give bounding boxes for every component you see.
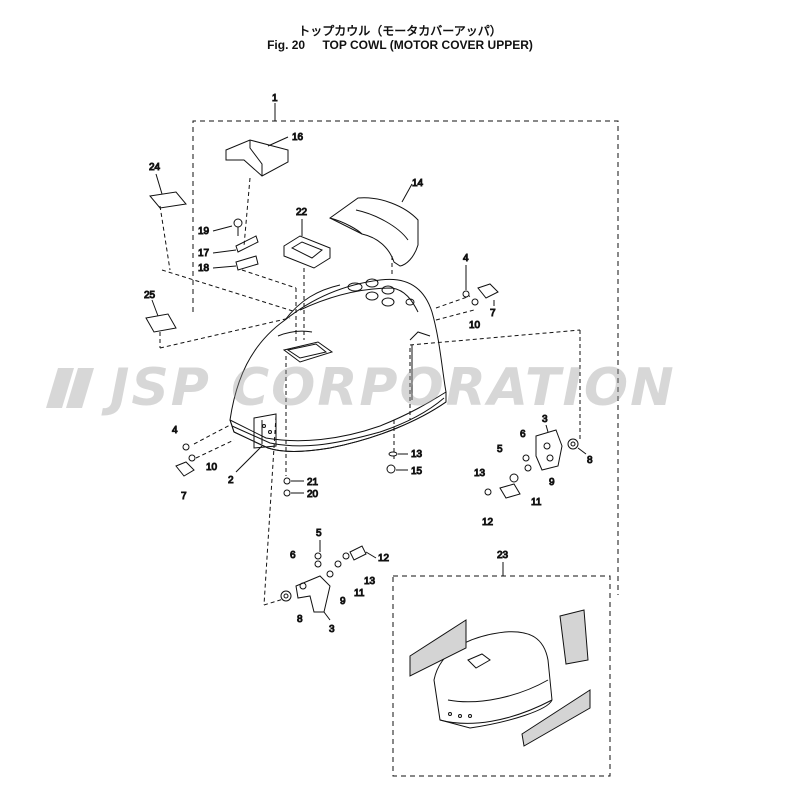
leader-19 xyxy=(212,225,233,232)
callout-7a: 7 xyxy=(490,308,496,319)
cowl-cover-14 xyxy=(329,197,419,267)
assembly-line-24 xyxy=(159,205,171,271)
callout-9b: 9 xyxy=(340,596,346,607)
top-cowl xyxy=(229,278,447,452)
callout-3a: 3 xyxy=(542,414,548,425)
callout-21: 21 xyxy=(307,477,319,488)
leader-8a xyxy=(577,447,587,455)
leader-25 xyxy=(151,299,159,317)
callout-2: 2 xyxy=(228,475,234,486)
decal-24 xyxy=(149,191,187,209)
leader-18 xyxy=(212,265,237,269)
nut-20-21 xyxy=(283,477,291,497)
callout-16: 16 xyxy=(292,132,304,143)
callout-11a: 11 xyxy=(531,497,542,508)
callout-19: 19 xyxy=(198,226,210,237)
callout-17: 17 xyxy=(198,248,210,259)
callout-13b: 13 xyxy=(474,468,486,479)
callout-1: 1 xyxy=(272,93,278,104)
callout-6b: 6 xyxy=(290,550,296,561)
leader-24 xyxy=(155,173,163,195)
seal-22 xyxy=(283,235,331,269)
plate-16 xyxy=(225,139,289,177)
callout-24: 24 xyxy=(149,162,161,173)
leader-2 xyxy=(235,445,263,473)
watermark-logo-icon xyxy=(46,368,94,408)
callout-9a: 9 xyxy=(549,477,555,488)
callout-13a: 13 xyxy=(411,449,423,460)
title-english: Fig. 20 TOP COWL (MOTOR COVER UPPER) xyxy=(0,38,800,52)
decal-box-23 xyxy=(392,575,611,777)
callout-23: 23 xyxy=(497,550,509,561)
callout-12a: 12 xyxy=(482,517,494,528)
callout-8b: 8 xyxy=(297,614,303,625)
latch-bracket-lower xyxy=(280,545,367,613)
leader-3b xyxy=(323,611,331,621)
figure-number: Fig. 20 xyxy=(267,38,306,52)
callout-6a: 6 xyxy=(520,429,526,440)
leader-14 xyxy=(401,183,413,203)
callout-5a: 5 xyxy=(497,444,503,455)
leader-12b xyxy=(365,551,377,559)
decal-25 xyxy=(145,313,177,333)
grommet-right xyxy=(462,283,499,306)
callout-3b: 3 xyxy=(329,624,335,635)
leader-16 xyxy=(267,136,289,147)
latch-bracket-right xyxy=(484,429,579,499)
leader-17 xyxy=(212,249,237,254)
leader-3a xyxy=(545,424,549,433)
callout-13c: 13 xyxy=(364,576,376,587)
callout-5b: 5 xyxy=(316,528,322,539)
callout-10b: 10 xyxy=(206,462,218,473)
callout-11b: 11 xyxy=(354,588,365,599)
callout-10a: 10 xyxy=(469,320,481,331)
callout-25: 25 xyxy=(144,290,156,301)
title-japanese: トップカウル（モータカバーアッパ） xyxy=(298,24,502,38)
bracket-17-18-19 xyxy=(233,218,259,271)
callout-4a: 4 xyxy=(463,253,469,264)
callout-8a: 8 xyxy=(587,455,593,466)
grommet-left xyxy=(175,443,196,477)
callout-14: 14 xyxy=(412,178,424,189)
decal-set-23 xyxy=(409,609,591,747)
callout-12b: 12 xyxy=(378,553,390,564)
figure-title: TOP COWL (MOTOR COVER UPPER) xyxy=(322,38,533,52)
watermark: JSP CORPORATION xyxy=(40,358,780,428)
callout-18: 18 xyxy=(198,263,210,274)
callout-22: 22 xyxy=(296,207,308,218)
callout-20: 20 xyxy=(307,489,319,500)
watermark-text: JSP CORPORATION xyxy=(110,358,676,418)
screw-13-15 xyxy=(386,451,398,474)
callout-7b: 7 xyxy=(181,491,187,502)
callout-4b: 4 xyxy=(172,425,178,436)
callout-15: 15 xyxy=(411,466,423,477)
